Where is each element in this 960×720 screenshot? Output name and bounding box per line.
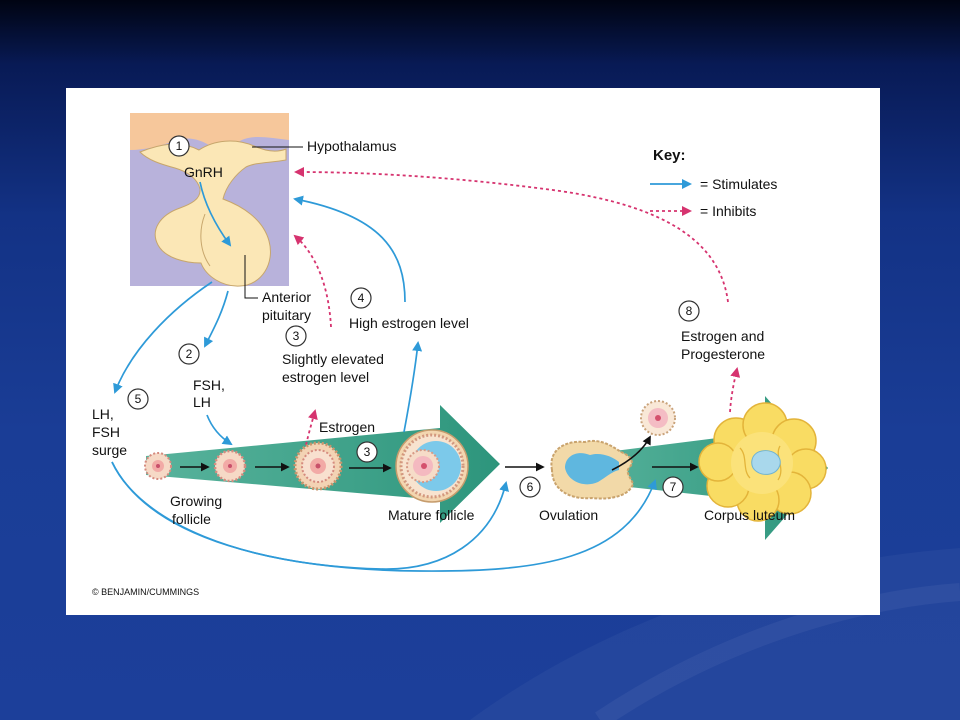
step-5-marker: 5 bbox=[127, 388, 149, 410]
slight-estrogen-inhibit-arrow bbox=[293, 234, 332, 328]
corpus-luteum bbox=[698, 402, 827, 522]
primary-follicle-nucleus bbox=[156, 464, 160, 468]
ruptured-follicle-antrum bbox=[565, 453, 619, 485]
step-2-number: 2 bbox=[186, 347, 193, 361]
mature-follicle-estrogen-arrow bbox=[403, 341, 423, 433]
released-oocyte-nucleus bbox=[655, 415, 661, 421]
step-1-marker: 1 bbox=[168, 135, 190, 157]
hypothalamus-region bbox=[130, 113, 289, 150]
gnrh-label: GnRH bbox=[184, 164, 223, 180]
legend-stimulate-label: = Stimulates bbox=[700, 176, 777, 192]
fsh-lh-label-line1: FSH, bbox=[193, 377, 225, 393]
hypothalamus-label: Hypothalamus bbox=[307, 138, 397, 154]
step-1-circle bbox=[168, 135, 190, 157]
step-2-marker: 2 bbox=[178, 343, 200, 365]
mature-follicle-label: Mature follicle bbox=[388, 507, 475, 523]
legend: Key: = Stimulates = Inhibits bbox=[650, 147, 777, 219]
slightly-elevated-label-line2: estrogen level bbox=[282, 369, 369, 385]
pituitary-lobe-divider bbox=[200, 213, 211, 267]
estrogen-inhibit-arrow bbox=[305, 409, 318, 446]
mature-follicle-nucleus bbox=[421, 463, 427, 469]
released-oocyte bbox=[640, 400, 676, 436]
step-8-circle bbox=[678, 300, 700, 322]
step-4-number: 4 bbox=[358, 291, 365, 305]
background-swoosh-line bbox=[595, 583, 960, 720]
secondary-follicle bbox=[213, 449, 247, 483]
oocyte-release-arrow bbox=[611, 435, 651, 471]
step-3-lower-circle bbox=[356, 441, 378, 463]
fsh-lh-release-arrow bbox=[204, 290, 229, 348]
surge-label-line1: LH, bbox=[92, 406, 114, 422]
ovulation-label: Ovulation bbox=[539, 507, 598, 523]
estrogen-label: Estrogen bbox=[319, 419, 375, 435]
ruptured-follicle bbox=[550, 440, 635, 500]
legend-inhibit-label: = Inhibits bbox=[700, 203, 756, 219]
step-3-lower-number: 3 bbox=[364, 445, 371, 459]
step-2-circle bbox=[178, 343, 200, 365]
step-7-marker: 7 bbox=[662, 476, 684, 498]
estrogen-progesterone-inhibit-arrow bbox=[294, 167, 729, 303]
brain-illustration: 1 GnRH bbox=[130, 113, 289, 287]
step-3-lower-marker: 3 bbox=[356, 441, 378, 463]
slightly-elevated-label-line1: Slightly elevated bbox=[282, 351, 384, 367]
anterior-pituitary-label-line2: pituitary bbox=[262, 307, 311, 323]
step-8-marker: 8 bbox=[678, 300, 700, 322]
step-4-marker: 4 bbox=[350, 287, 372, 309]
mature-follicle bbox=[395, 429, 469, 503]
copyright-credit: © BENJAMIN/CUMMINGS bbox=[92, 587, 199, 597]
tertiary-follicle bbox=[293, 441, 343, 491]
estrogen-progesterone-label-line2: Progesterone bbox=[681, 346, 765, 362]
step-7-number: 7 bbox=[670, 480, 677, 494]
step-3-upper-circle bbox=[285, 325, 307, 347]
step-5-circle bbox=[127, 388, 149, 410]
growing-follicle-label-line1: Growing bbox=[170, 493, 222, 509]
step-1-number: 1 bbox=[176, 139, 183, 153]
surge-label-line3: surge bbox=[92, 442, 127, 458]
step-5-number: 5 bbox=[135, 392, 142, 406]
lh-surge-release-arrow bbox=[113, 281, 213, 394]
primary-follicle bbox=[144, 452, 172, 480]
gnrh-stimulate-arrow bbox=[199, 181, 232, 247]
pituitary-gland bbox=[139, 140, 287, 287]
step-6-number: 6 bbox=[527, 480, 534, 494]
high-estrogen-stimulate-arrow bbox=[293, 195, 406, 303]
tertiary-follicle-nucleus bbox=[315, 463, 321, 469]
step-4-circle bbox=[350, 287, 372, 309]
step-3-upper-number: 3 bbox=[293, 329, 300, 343]
estrogen-progesterone-label-line1: Estrogen and bbox=[681, 328, 764, 344]
fsh-lh-follicle-arrow bbox=[206, 414, 233, 446]
surge-to-corpus-luteum-arrow bbox=[111, 461, 657, 572]
high-estrogen-label: High estrogen level bbox=[349, 315, 469, 331]
anterior-pituitary-leader-line bbox=[244, 255, 258, 299]
growing-follicle-label-line2: follicle bbox=[172, 511, 211, 527]
legend-title: Key: bbox=[653, 147, 686, 164]
fsh-lh-label-line2: LH bbox=[193, 394, 211, 410]
step-6-circle bbox=[519, 476, 541, 498]
step-3-upper-marker: 3 bbox=[285, 325, 307, 347]
corpus-luteum-label: Corpus luteum bbox=[704, 507, 795, 523]
step-7-circle bbox=[662, 476, 684, 498]
anterior-pituitary-label-line1: Anterior bbox=[262, 289, 311, 305]
surge-label-line2: FSH bbox=[92, 424, 120, 440]
corpus-luteum-cavity bbox=[751, 450, 781, 475]
step-6-marker: 6 bbox=[519, 476, 541, 498]
secondary-follicle-nucleus bbox=[228, 464, 232, 468]
step-8-number: 8 bbox=[686, 304, 693, 318]
